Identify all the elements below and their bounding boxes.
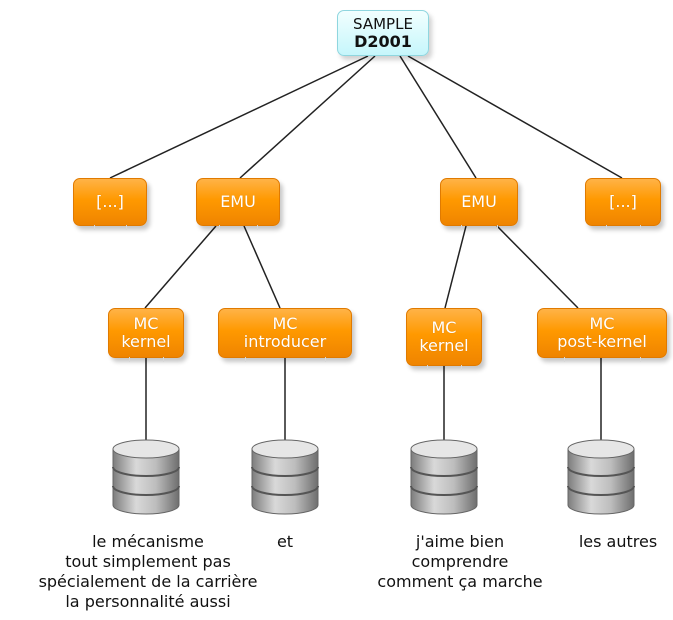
caption-line: et	[276, 532, 294, 551]
caption-line: spécialement de la carrière	[38, 572, 258, 591]
node-line2: kernel	[121, 332, 171, 351]
edge-root-emu-right	[399, 55, 477, 179]
node-emu-right[interactable]: EMU	[440, 178, 518, 230]
edge-emu-left-kernel	[144, 225, 217, 309]
caption-line: j'aime bien	[415, 532, 505, 551]
node-line1: MC	[431, 318, 457, 337]
caption-line: tout simplement pas	[65, 552, 231, 571]
database-icon	[251, 439, 319, 515]
edge-root-emu-left	[239, 55, 376, 179]
node-label: EMU	[220, 192, 256, 211]
caption-line: la personnalité aussi	[65, 592, 231, 611]
node-ellipsis-left[interactable]: [...]	[73, 178, 147, 230]
db-caption-2: et	[255, 532, 315, 552]
caption-line: comprendre	[411, 552, 509, 571]
node-ellipsis-right[interactable]: [...]	[585, 178, 661, 230]
edge-root-node4	[407, 55, 623, 179]
database-icon	[410, 439, 478, 515]
root-tag: SAMPLE	[353, 15, 413, 33]
node-line1: MC	[589, 314, 615, 333]
node-mc-post-kernel[interactable]: MC post-kernel	[537, 308, 667, 362]
edge-root-node1	[109, 55, 369, 179]
node-mc-introducer[interactable]: MC introducer	[218, 308, 352, 362]
edge-emu-right-postkernel	[496, 225, 579, 309]
node-emu-left[interactable]: EMU	[196, 178, 280, 230]
node-label: [...]	[96, 192, 124, 211]
node-line1: MC	[272, 314, 298, 333]
caption-line: comment ça marche	[377, 572, 543, 591]
node-mc-kernel-left[interactable]: MC kernel	[108, 308, 184, 362]
root-id: D2001	[354, 32, 412, 51]
caption-line: le mécanisme	[92, 532, 204, 551]
db-caption-3: j'aime bien comprendre comment ça marche	[350, 532, 570, 592]
edge-emu-right-kernel	[444, 225, 467, 309]
node-label: EMU	[461, 192, 497, 211]
database-icon	[112, 439, 180, 515]
node-line2: kernel	[419, 336, 469, 355]
node-line1: MC	[133, 314, 159, 333]
database-icon	[567, 439, 635, 515]
node-line2: post-kernel	[557, 332, 647, 351]
caption-line: les autres	[578, 532, 658, 551]
node-line2: introducer	[243, 332, 327, 351]
edge-emu-left-introducer	[243, 225, 281, 309]
node-mc-kernel-right[interactable]: MC kernel	[406, 308, 482, 370]
db-caption-1: le mécanisme tout simplement pas spécial…	[0, 532, 296, 612]
node-label: [...]	[609, 192, 637, 211]
root-node[interactable]: SAMPLE D2001	[337, 10, 429, 56]
db-caption-4: les autres	[565, 532, 671, 552]
